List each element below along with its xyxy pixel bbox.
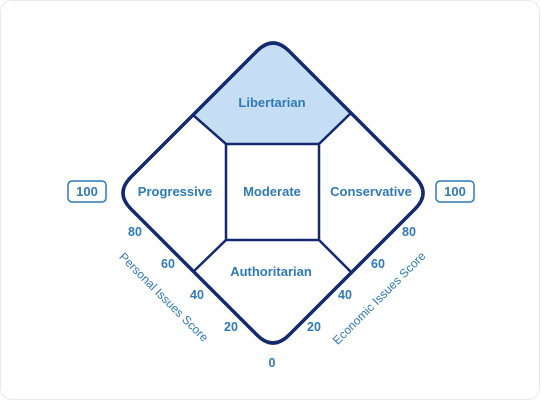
economic-tick: 20: [307, 320, 321, 334]
divider-bottom-right: [318, 239, 352, 273]
progressive-label: Progressive: [138, 184, 212, 199]
moderate-label: Moderate: [243, 184, 301, 199]
personal-tick: 20: [224, 320, 238, 334]
personal-tick: 80: [128, 225, 142, 239]
origin-label: 0: [269, 356, 276, 370]
conservative-label: Conservative: [330, 184, 412, 199]
badge-right-100: 100: [435, 180, 475, 203]
economic-tick: 80: [402, 225, 416, 239]
badge-left-text: 100: [76, 184, 98, 199]
libertarian-label: Libertarian: [238, 95, 305, 110]
libertarian-region[interactable]: [193, 43, 351, 144]
chart-outline: [121, 41, 425, 345]
economic-tick: 60: [371, 257, 385, 271]
divider-top-left: [192, 114, 227, 145]
badge-left-100: 100: [67, 180, 107, 203]
personal-tick: 40: [190, 288, 204, 302]
economic-tick: 40: [338, 288, 352, 302]
badge-right-text: 100: [444, 184, 466, 199]
personal-tick: 60: [161, 257, 175, 271]
authoritarian-label: Authoritarian: [230, 264, 312, 279]
moderate-region[interactable]: [224, 142, 321, 242]
divider-top-right: [318, 112, 352, 145]
divider-bottom-left: [192, 239, 227, 273]
